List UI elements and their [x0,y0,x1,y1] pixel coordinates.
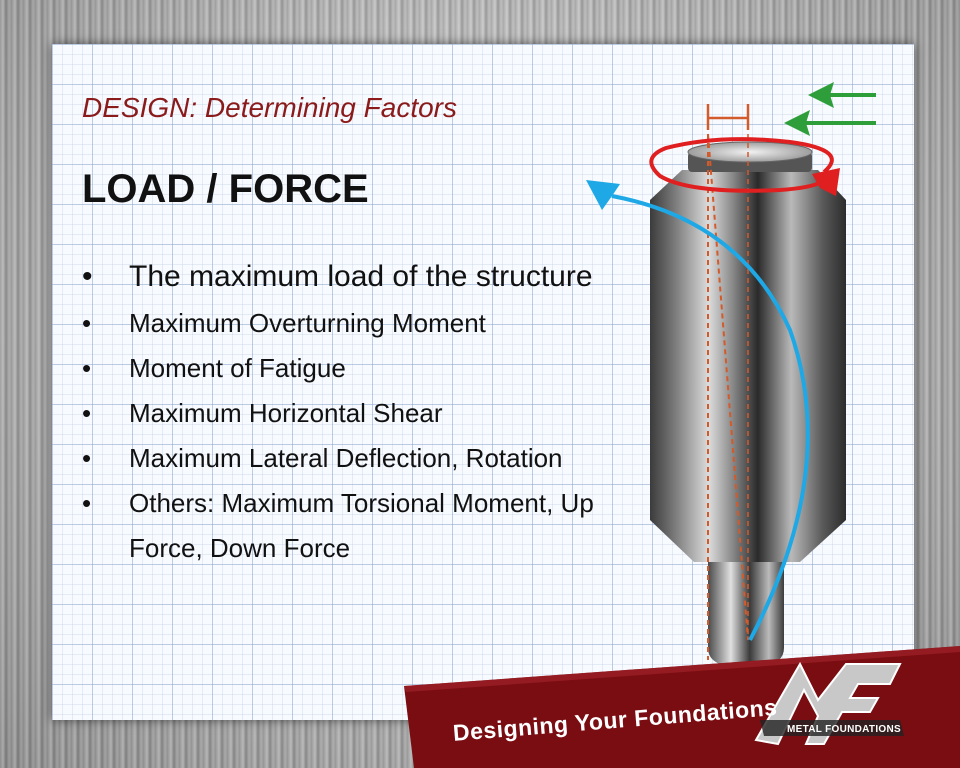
bullet-dot-icon: • [82,353,92,383]
bullet-item: • The maximum load of the structure [82,254,642,299]
overturning-moment-arrow [586,180,810,641]
deflection-indicator [706,104,750,660]
bullet-text: Maximum Lateral Deflection, Rotation [129,443,563,473]
brand-name: METAL FOUNDATIONS [787,724,901,735]
bullet-dot-icon: • [82,308,92,338]
pile-cap [687,141,813,172]
metal-foundations-logo-icon [754,661,904,746]
bullet-item: • Maximum Overturning Moment [82,301,642,346]
bullet-list: • The maximum load of the structure • Ma… [82,254,642,571]
slide-subtitle: DESIGN: Determining Factors [82,92,457,123]
bullet-dot-icon: • [82,398,92,428]
bullet-text: Moment of Fatigue [129,353,346,383]
bullet-dot-icon: • [82,443,92,473]
torsion-arrow [649,137,840,196]
slide-title: LOAD / FORCE [82,167,369,211]
bullet-item: • Maximum Horizontal Shear [82,391,642,436]
horizontal-force-arrows [784,82,876,136]
pile-sleeve [650,170,846,562]
bullet-text: The maximum load of the structure [129,260,593,293]
bullet-item: • Moment of Fatigue [82,346,642,391]
bullet-item: • Maximum Lateral Deflection, Rotation [82,436,642,481]
bullet-dot-icon: • [82,260,93,293]
bullet-text: Maximum Horizontal Shear [129,398,443,428]
bullet-text: Others: Maximum Torsional Moment, Up For… [129,488,594,563]
bullet-dot-icon: • [82,488,92,518]
bullet-item: • Others: Maximum Torsional Moment, Up F… [82,481,642,571]
bullet-text: Maximum Overturning Moment [129,308,486,338]
